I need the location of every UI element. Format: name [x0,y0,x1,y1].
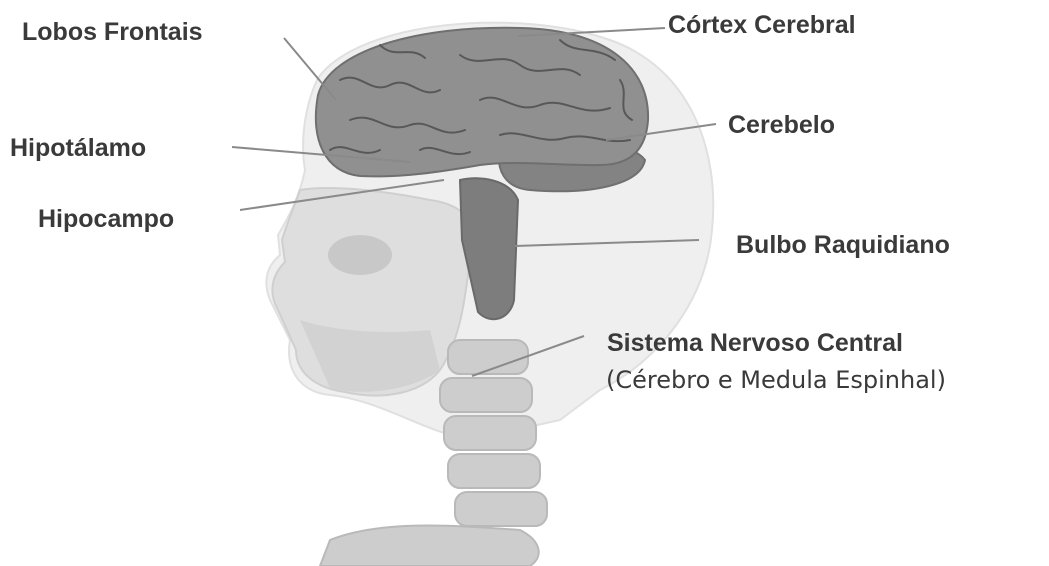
label-cerebelo: Cerebelo [728,113,835,138]
label-sistema-nervoso-central-sub: (Cérebro e Medula Espinhal) [606,368,946,392]
label-sistema-nervoso-central: Sistema Nervoso Central [607,331,903,356]
eye-socket [328,235,392,275]
label-bulbo-raquidiano: Bulbo Raquidiano [736,233,950,258]
label-hipocampo: Hipocampo [38,207,174,232]
label-hipotalamo: Hipotálamo [10,136,146,161]
cerebrum [316,28,648,177]
label-cortex-cerebral: Córtex Cerebral [668,13,856,38]
label-lobos-frontais: Lobos Frontais [22,20,203,45]
